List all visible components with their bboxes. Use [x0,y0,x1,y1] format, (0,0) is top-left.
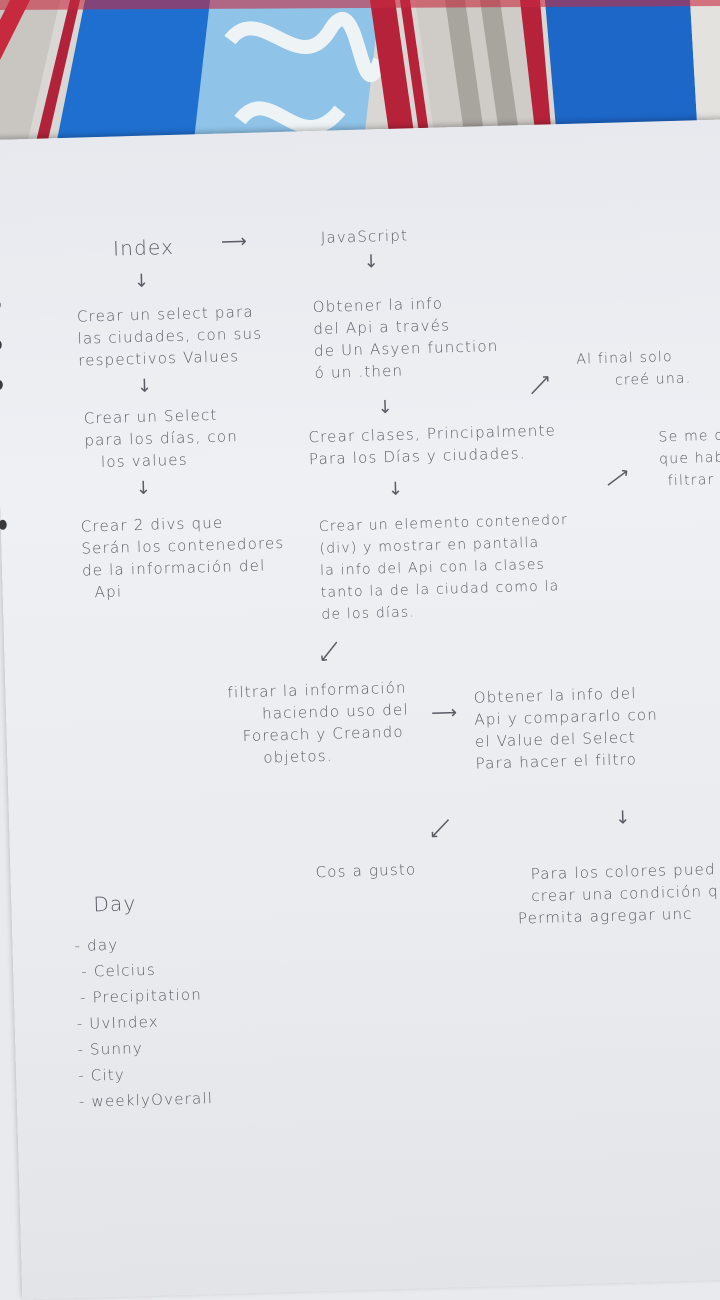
text-line: respectivos Values [77,347,240,370]
day-list: - day - Celcius - Precipitation - UvInde… [74,929,213,1115]
arrow-side-1: ⟶ [523,368,557,402]
text-line: Se me ol [658,427,720,446]
text-line: Al final solo [576,349,674,368]
arrow-to-colors: ↓ [614,807,631,829]
text-line: Permita agregar unc [517,904,693,928]
text-line: filtrar [667,471,715,490]
day-item: - Sunny [77,1039,144,1059]
arrow-down-js-1: ↓ [363,251,379,273]
text-line: Foreach y Creando [242,722,404,746]
index-step-2: Crear un Select para los días, con los v… [84,403,239,473]
arrow-down-2: ↓ [136,375,153,397]
js-step-1: Obtener la info del Api a través de Un A… [312,291,499,384]
js-step-3: Crear un elemento contenedor (div) y mos… [319,509,571,626]
arrow-index-to-js: ⟶ [220,230,248,253]
text-line: que habí [658,449,720,468]
day-title: Day [93,891,137,917]
arrow-side-2: ⟶ [600,461,635,495]
text-line: objetos. [263,746,333,767]
arrow-down-js-3: ↓ [387,478,404,501]
text-line: para los días, con [84,427,239,450]
arrow-to-taste: ⟶ [423,811,457,845]
taste-note: Cos a gusto [315,860,417,882]
js-title: JavaScript [320,226,409,247]
text-line: creé una. [614,370,692,389]
day-item: - UvIndex [76,1012,160,1033]
day-item: - Celcius [81,960,157,981]
paper-sheet: Index ⟶ ↓ Crear un select para las ciuda… [0,118,720,1300]
day-item: - weeklyOverall [78,1089,214,1111]
text-line: los values [100,450,188,472]
side-note-1: Al final solo creé una. [576,346,692,393]
day-item: - City [77,1065,126,1085]
side-note-2: Se me ol que habí filtrar [658,424,720,492]
arrow-to-filter: ⟶ [313,634,346,668]
filter-step: filtrar la información haciendo uso del … [227,677,410,770]
arrow-down-1: ↓ [133,270,150,293]
text-line: Para hacer el filtro [475,750,638,773]
colors-note: Para los colores pued crear una condició… [518,858,719,929]
index-step-1: Crear un select para las ciudades, con s… [77,300,263,371]
compare-step: Obtener la info del Api y compararlo con… [473,682,659,775]
arrow-down-js-2: ↓ [377,396,394,419]
arrow-down-3: ↓ [135,477,152,500]
text-line: ó un .then [314,361,404,383]
index-title: Index [112,234,175,261]
js-step-2: Crear clases, Principalmente Para los Dí… [308,419,557,470]
day-item: - Precipitation [79,985,203,1007]
day-item: - day [74,935,119,955]
arrow-filter-to-compare: ⟶ [430,702,458,724]
index-step-3: Crear 2 divs que Serán los contenedores … [81,510,286,604]
